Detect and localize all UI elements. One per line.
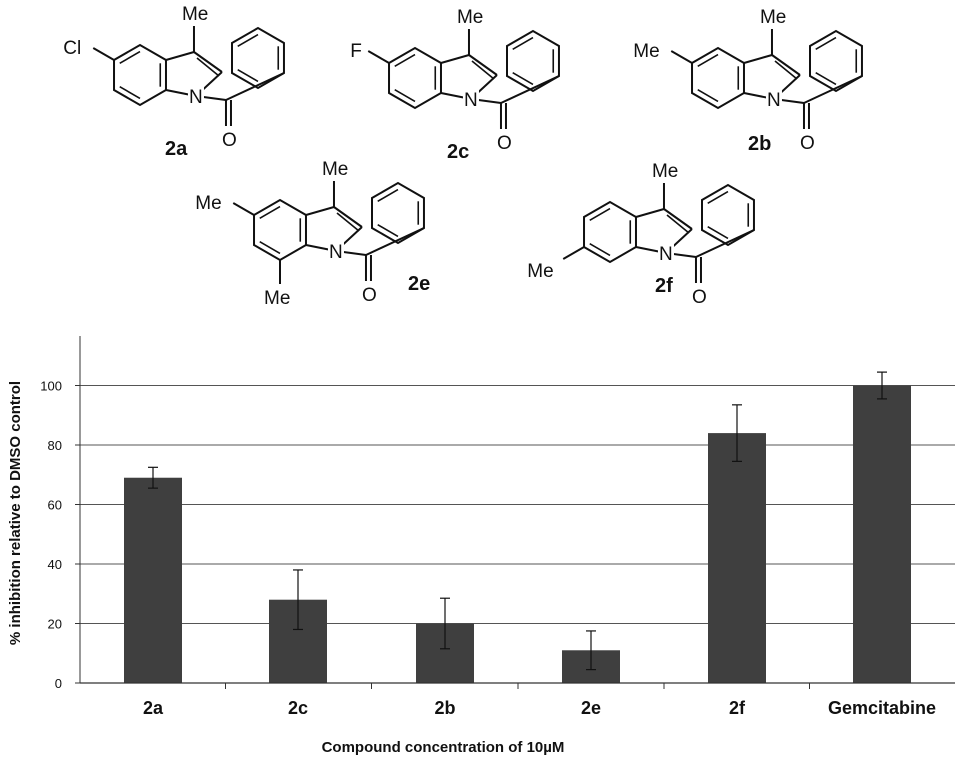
o-label: O — [362, 285, 377, 306]
y-tick-label: 100 — [40, 379, 62, 394]
compound-id: 2c — [447, 141, 469, 163]
y-tick-label: 20 — [48, 617, 62, 632]
structure-2b: MeO N Me 2b — [633, 7, 863, 155]
n-label: N — [767, 90, 781, 111]
structure-2f: MeO N Me 2f — [527, 161, 755, 308]
substituent-label: F — [350, 41, 362, 62]
me-label: Me — [652, 161, 678, 182]
x-category-label: 2f — [729, 698, 746, 718]
substituent-label: Me — [527, 261, 553, 282]
y-tick-label: 80 — [48, 438, 62, 453]
y-tick-label: 40 — [48, 557, 62, 572]
bar-2a — [124, 477, 182, 683]
o-label: O — [222, 130, 237, 151]
x-category-label: 2c — [288, 698, 308, 718]
o-label: O — [497, 133, 512, 154]
axes — [75, 336, 955, 689]
bars — [124, 385, 911, 683]
y-axis-label: % inhibition relative to DMSO control — [7, 381, 24, 645]
me-label: Me — [457, 7, 483, 28]
bar-2f — [708, 433, 766, 683]
structure-2c: MeO N F 2c — [350, 7, 560, 163]
substituent-label: Cl — [63, 38, 81, 59]
substituent-label: Me — [195, 193, 221, 214]
substituent-label: Me — [264, 288, 290, 309]
y-tick-label: 60 — [48, 498, 62, 513]
me-label: Me — [760, 7, 786, 28]
x-category-label: 2e — [581, 698, 601, 718]
compound-id: 2a — [165, 138, 188, 160]
n-label: N — [659, 244, 673, 265]
x-category-label: 2a — [143, 698, 164, 718]
y-tick-label: 0 — [55, 676, 62, 691]
x-category-labels: 2a 2c 2b 2e 2f Gemcitabine — [143, 698, 936, 718]
compound-id: 2f — [655, 275, 673, 297]
gridlines — [80, 385, 955, 624]
structure-2a: MeO N Cl 2a — [63, 4, 285, 160]
x-axis-label: Compound concentration of 10µM — [322, 739, 565, 756]
bar-gemcitabine — [853, 385, 911, 683]
error-bars — [148, 371, 887, 671]
compound-id: 2e — [408, 273, 430, 295]
compound-id: 2b — [748, 133, 771, 155]
o-label: O — [800, 133, 815, 154]
me-label: Me — [322, 159, 348, 180]
y-tick-labels: 0 20 40 60 80 100 — [40, 379, 62, 692]
n-label: N — [464, 90, 478, 111]
x-category-label: 2b — [434, 698, 455, 718]
substituent-label: Me — [633, 41, 659, 62]
n-label: N — [329, 242, 343, 263]
o-label: O — [692, 287, 707, 308]
x-category-label: Gemcitabine — [828, 698, 936, 718]
n-label: N — [189, 87, 203, 108]
chemical-structures: MeONCl2aMeONF2cMeONMe2bMeONMeMe2eMeONMe2… — [63, 4, 863, 309]
me-label: Me — [182, 4, 208, 25]
